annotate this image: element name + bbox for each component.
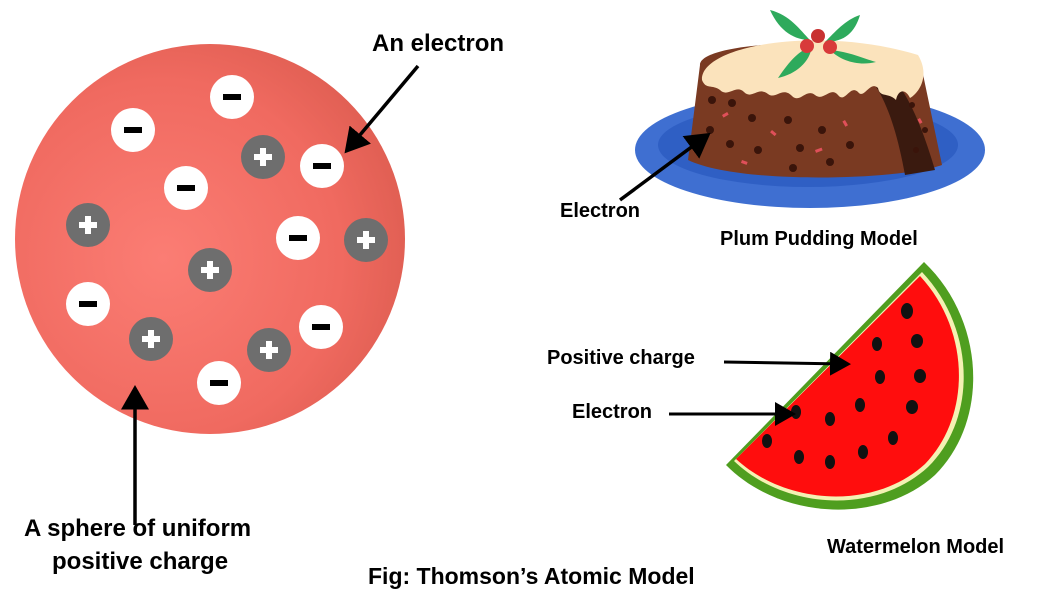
atom-model [15,44,405,434]
electron-charge [197,361,241,405]
watermelon-positive-label: Positive charge [547,347,695,369]
electron-charge [276,216,320,260]
watermelon-flesh [736,276,959,497]
figure-caption: Fig: Thomson’s Atomic Model [368,563,695,589]
proton-charge [66,203,110,247]
sphere-label-line1: A sphere of uniform [24,515,252,542]
minus-icon [289,235,307,241]
electron-charge [164,166,208,210]
plus-icon [207,261,213,279]
electron-label: An electron [372,30,505,57]
icing [701,40,924,100]
watermelon-illustration [726,262,974,510]
pudding-red-fruits [722,111,923,165]
watermelon-title: Watermelon Model [827,536,1005,558]
electron-charge [66,282,110,326]
proton-charge [188,248,232,292]
minus-icon [223,94,241,100]
plus-icon [148,330,154,348]
minus-icon [210,380,228,386]
electron-charge [300,144,344,188]
proton-charge [247,328,291,372]
pudding-fruits [706,96,928,172]
electron-charge [210,75,254,119]
plus-icon [260,148,266,166]
plus-icon [85,216,91,234]
electron-charge [111,108,155,152]
plum-pudding-illustration [635,10,985,208]
proton-charge [129,317,173,361]
minus-icon [313,163,331,169]
plus-icon [363,231,369,249]
pudding-electron-label: Electron [560,200,641,222]
sphere-label-line2: positive charge [52,548,229,575]
electron-charge [299,305,343,349]
proton-charge [344,218,388,262]
charge-group [66,75,388,405]
watermelon-seeds [762,303,926,469]
proton-charge [241,135,285,179]
electron-arrow [344,64,420,154]
pudding-title: Plum Pudding Model [720,228,918,250]
watermelon-electron-label: Electron [572,401,653,423]
pudding-electron-arrow [618,132,711,202]
watermelon-positive-arrow [723,351,851,376]
holly-decoration [770,10,876,78]
minus-icon [79,301,97,307]
plus-icon [266,341,272,359]
minus-icon [177,185,195,191]
minus-icon [312,324,330,330]
minus-icon [124,127,142,133]
